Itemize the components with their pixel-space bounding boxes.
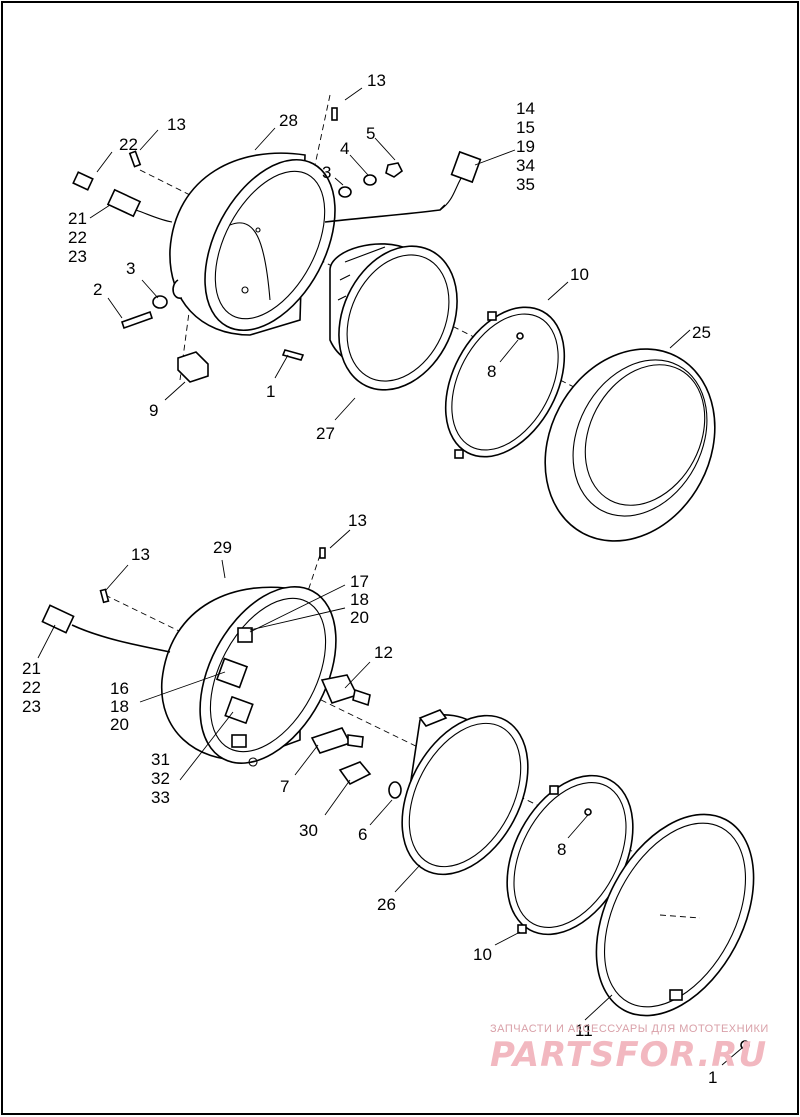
callout-21b: 21 — [22, 659, 41, 678]
callout-22a: 22 — [119, 135, 138, 154]
lamp-unit-27 — [329, 243, 458, 391]
connector-upper — [72, 171, 173, 223]
watermark-brand: PARTSFOR.RU — [490, 1035, 767, 1075]
callout-7: 7 — [280, 777, 289, 796]
callout-26: 26 — [377, 895, 396, 914]
lamp-26 — [401, 709, 529, 876]
callout-labels: 13 22 13 28 14 15 19 34 35 5 4 3 21 22 2… — [22, 71, 717, 1087]
callout-18b: 18 — [110, 697, 129, 716]
callout-4: 4 — [340, 139, 349, 158]
callout-16: 16 — [110, 679, 129, 698]
callout-13a: 13 — [367, 71, 386, 90]
watermark: ЗАПЧАСТИ И АКСЕССУАРЫ ДЛЯ МОТОТЕХНИКИ PA… — [490, 1023, 769, 1075]
callout-28: 28 — [279, 111, 298, 130]
callout-13d: 13 — [131, 545, 150, 564]
upper-assembly — [72, 87, 716, 542]
callout-30: 30 — [299, 821, 318, 840]
callout-8b: 8 — [557, 840, 566, 859]
callout-22c: 22 — [22, 678, 41, 697]
callout-22b: 22 — [68, 228, 87, 247]
callout-2: 2 — [93, 280, 102, 299]
callout-32: 32 — [151, 769, 170, 788]
callout-1b: 1 — [708, 1068, 717, 1087]
callout-9: 9 — [149, 401, 158, 420]
callout-21a: 21 — [68, 209, 87, 228]
callout-10b: 10 — [473, 945, 492, 964]
callout-25: 25 — [692, 323, 711, 342]
trim-ring-25 — [544, 348, 716, 542]
watermark-tagline: ЗАПЧАСТИ И АКСЕССУАРЫ ДЛЯ МОТОТЕХНИКИ — [490, 1023, 769, 1035]
callout-31: 31 — [151, 750, 170, 769]
callout-18a: 18 — [350, 590, 369, 609]
callout-19: 19 — [516, 137, 535, 156]
housing-28 — [169, 152, 336, 336]
callout-17: 17 — [350, 572, 369, 591]
callout-8a: 8 — [487, 362, 496, 381]
callout-11: 11 — [575, 1021, 593, 1040]
callout-15: 15 — [516, 118, 535, 137]
callout-27: 27 — [316, 424, 335, 443]
callout-20a: 20 — [350, 608, 369, 627]
callout-33: 33 — [151, 788, 170, 807]
bezel-11 — [595, 813, 755, 1017]
callout-35: 35 — [516, 175, 535, 194]
retaining-ring-10-lower — [506, 774, 634, 936]
callout-20b: 20 — [110, 715, 129, 734]
callout-1a: 1 — [266, 382, 275, 401]
callout-5: 5 — [366, 124, 375, 143]
retaining-ring-10-upper — [444, 306, 566, 459]
callout-12: 12 — [374, 643, 393, 662]
callout-13c: 13 — [348, 511, 367, 530]
callout-23b: 23 — [22, 697, 41, 716]
callout-13b: 13 — [167, 115, 186, 134]
callout-23a: 23 — [68, 247, 87, 266]
housing-29 — [160, 586, 337, 767]
callout-14: 14 — [516, 99, 535, 118]
callout-29: 29 — [213, 538, 232, 557]
callout-3b: 3 — [126, 259, 135, 278]
callout-3a: 3 — [322, 163, 331, 182]
lower-assembly — [37, 529, 755, 1066]
callout-6: 6 — [358, 825, 367, 844]
callout-10a: 10 — [570, 265, 589, 284]
callout-34: 34 — [516, 156, 535, 175]
